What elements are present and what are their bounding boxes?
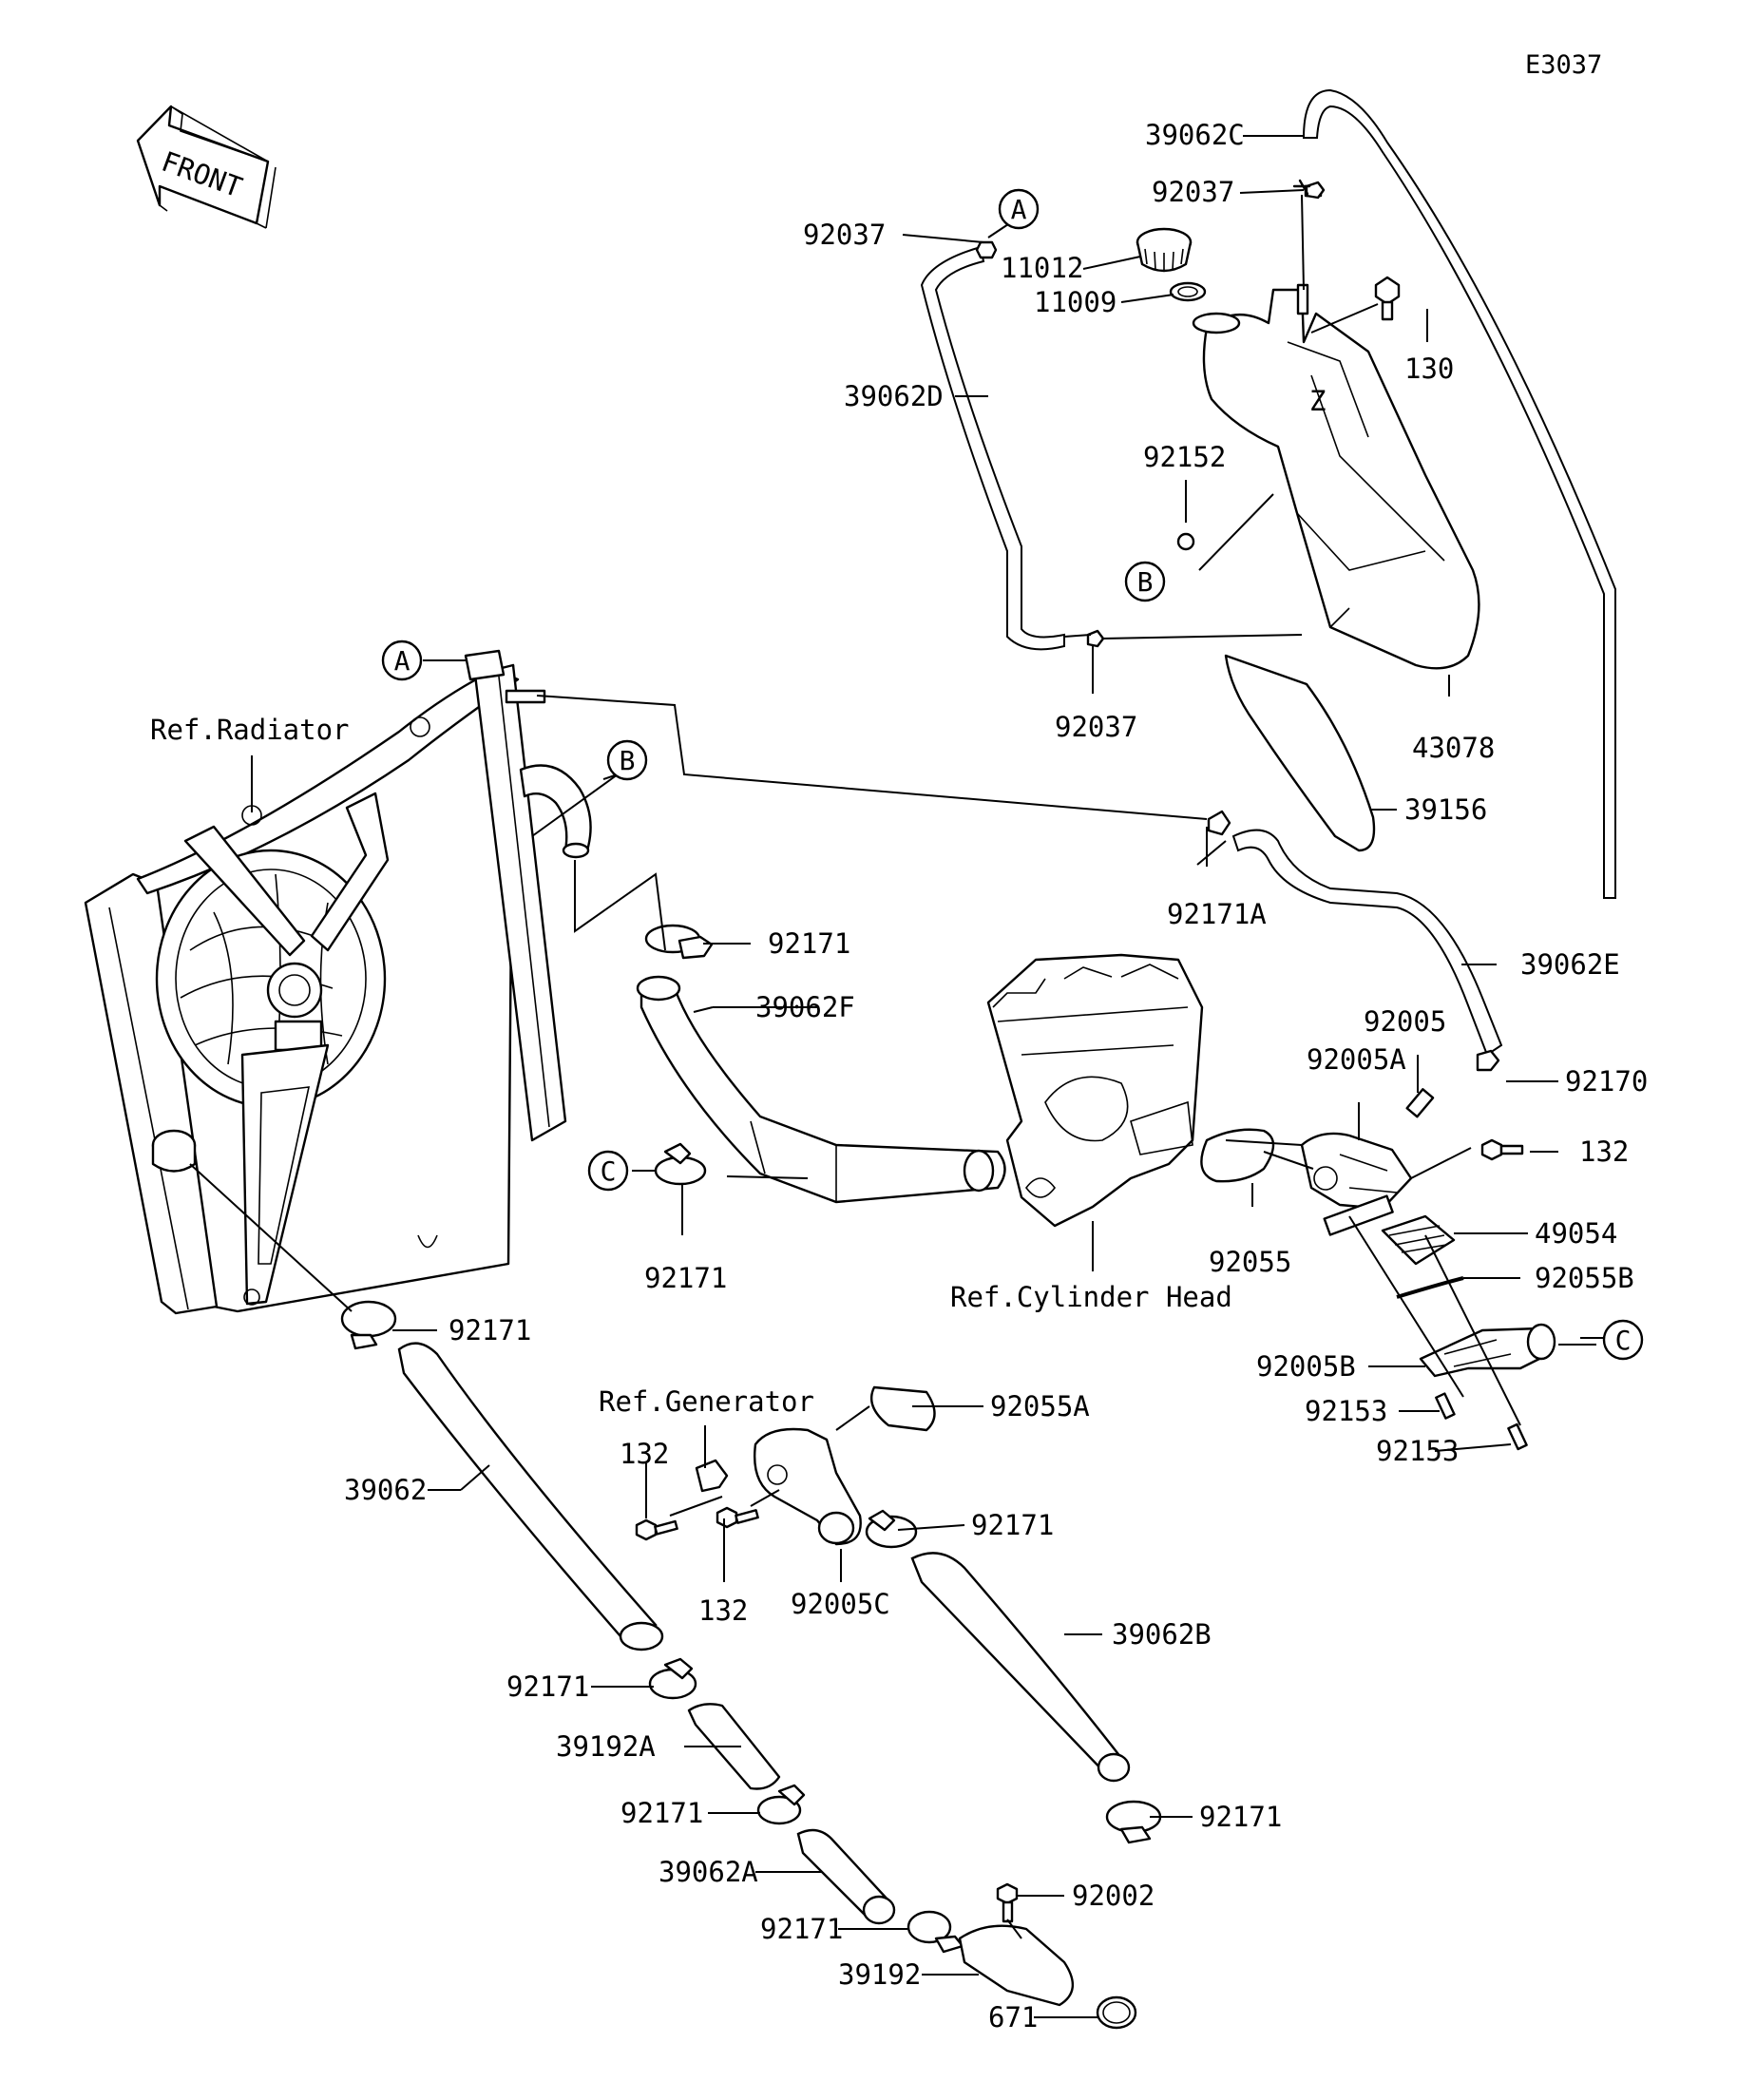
clamp-92171-upper xyxy=(644,924,714,960)
gasket-92055 xyxy=(1200,1128,1275,1183)
callout-c-left: C xyxy=(587,1150,629,1192)
callout-a-lower: A xyxy=(381,640,423,681)
part-label: 49054 xyxy=(1535,1217,1617,1250)
clamp-92171-c xyxy=(654,1142,707,1186)
tank-cover xyxy=(1224,654,1376,852)
callout-c-right: C xyxy=(1602,1319,1644,1361)
part-label: 39062F xyxy=(755,991,855,1023)
part-label: 39192 xyxy=(838,1958,921,1991)
ref-generator-label: Ref.Generator xyxy=(599,1385,814,1418)
ref-cylinder-head-label: Ref.Cylinder Head xyxy=(950,1281,1232,1313)
part-label: 671 xyxy=(988,2001,1038,2033)
hose-39062 xyxy=(397,1342,658,1646)
part-label: 92055A xyxy=(990,1390,1090,1422)
part-label: 39062D xyxy=(844,380,944,412)
part-label: 92055 xyxy=(1209,1246,1291,1278)
part-label: 92037 xyxy=(1055,711,1137,743)
part-label: 132 xyxy=(620,1438,669,1470)
part-label: 92005 xyxy=(1364,1005,1446,1038)
part-label: 92153 xyxy=(1305,1395,1387,1427)
part-label: 92171 xyxy=(449,1314,531,1346)
part-label: 92171 xyxy=(760,1913,843,1945)
svg-text:Z: Z xyxy=(1309,385,1326,417)
clamp-92171-lower-right xyxy=(1105,1800,1162,1844)
grommet xyxy=(1176,532,1195,551)
thermostat-cover xyxy=(1419,1323,1556,1378)
part-label: 92005C xyxy=(791,1588,890,1620)
part-label: 132 xyxy=(698,1594,748,1627)
part-label: 92171 xyxy=(644,1262,727,1294)
water-pipe-92005c xyxy=(754,1427,862,1546)
part-label: 11012 xyxy=(1001,252,1083,284)
ref-radiator-label: Ref.Radiator xyxy=(150,714,350,746)
clamp-92171-radiator xyxy=(340,1300,397,1350)
clamp-92171-c-lower xyxy=(907,1910,964,1954)
callout-b-lower: B xyxy=(606,739,648,781)
clamp-92171-b xyxy=(756,1784,806,1825)
part-label: 92055B xyxy=(1535,1262,1634,1294)
part-labels: 39062C 92037 92037 11012 11009 130 39062… xyxy=(344,119,1648,2033)
svg-text:A: A xyxy=(394,645,410,677)
part-label: 92037 xyxy=(1152,176,1234,208)
bolt-92005 xyxy=(1405,1088,1435,1118)
bolt-130 xyxy=(1374,276,1401,321)
part-label: 92171A xyxy=(1167,898,1267,930)
callout-a-upper: A xyxy=(998,188,1040,230)
part-label: 132 xyxy=(1579,1136,1629,1168)
hose-39062d xyxy=(920,245,1065,651)
svg-text:B: B xyxy=(620,745,636,776)
part-label: 39062C xyxy=(1145,119,1245,151)
svg-text:C: C xyxy=(601,1155,617,1187)
svg-text:A: A xyxy=(1011,194,1027,225)
radiator xyxy=(84,649,567,1315)
part-label: 39062E xyxy=(1520,948,1620,981)
part-label: 92005B xyxy=(1256,1350,1356,1383)
front-arrow-icon: FRONT xyxy=(136,105,277,229)
thermostat-housing xyxy=(1300,1132,1413,1211)
cap-seal xyxy=(1169,281,1207,302)
part-label: 92171 xyxy=(506,1670,589,1703)
reservoir-tank: Z xyxy=(1192,283,1480,670)
thermostat xyxy=(1381,1214,1456,1266)
o-ring-92055b xyxy=(1396,1276,1464,1299)
part-label: 92171 xyxy=(971,1509,1054,1541)
hose-39062b xyxy=(910,1552,1123,1777)
tank-cap xyxy=(1136,227,1193,273)
hose-39062c xyxy=(1302,88,1616,899)
callout-b-upper: B xyxy=(1124,561,1166,602)
part-label: 39062A xyxy=(659,1856,758,1888)
part-label: 92153 xyxy=(1376,1435,1459,1467)
diagram-code: E3037 xyxy=(1525,50,1602,80)
clamp-92170 xyxy=(1476,1049,1500,1072)
radiator-inlet-elbow xyxy=(519,764,592,859)
part-label: 11009 xyxy=(1034,286,1117,318)
pipe-39192 xyxy=(958,1924,1074,2007)
part-label: 39062B xyxy=(1112,1618,1212,1651)
part-label: 92002 xyxy=(1072,1880,1155,1912)
part-label: 130 xyxy=(1404,353,1454,385)
part-label: 92171 xyxy=(768,927,850,960)
part-label: 92170 xyxy=(1565,1065,1648,1098)
part-label: 39156 xyxy=(1404,793,1487,826)
leader-lines xyxy=(189,135,1606,2018)
clamp-92171-a xyxy=(648,1657,697,1700)
part-label: 92171 xyxy=(620,1797,703,1829)
svg-text:B: B xyxy=(1137,566,1154,598)
part-label: 92171 xyxy=(1199,1801,1282,1833)
part-label: 39062 xyxy=(344,1474,427,1506)
part-label: 92005A xyxy=(1307,1043,1406,1076)
part-label: 92152 xyxy=(1143,441,1226,473)
part-label: 39192A xyxy=(556,1730,656,1763)
clamp-92171a xyxy=(1207,810,1231,836)
ref-generator-boss xyxy=(695,1459,729,1493)
svg-text:C: C xyxy=(1615,1325,1632,1356)
cylinder-head xyxy=(986,953,1204,1228)
gasket-92055a xyxy=(869,1385,936,1432)
part-label: 43078 xyxy=(1412,732,1495,764)
part-label: 92037 xyxy=(803,219,886,251)
